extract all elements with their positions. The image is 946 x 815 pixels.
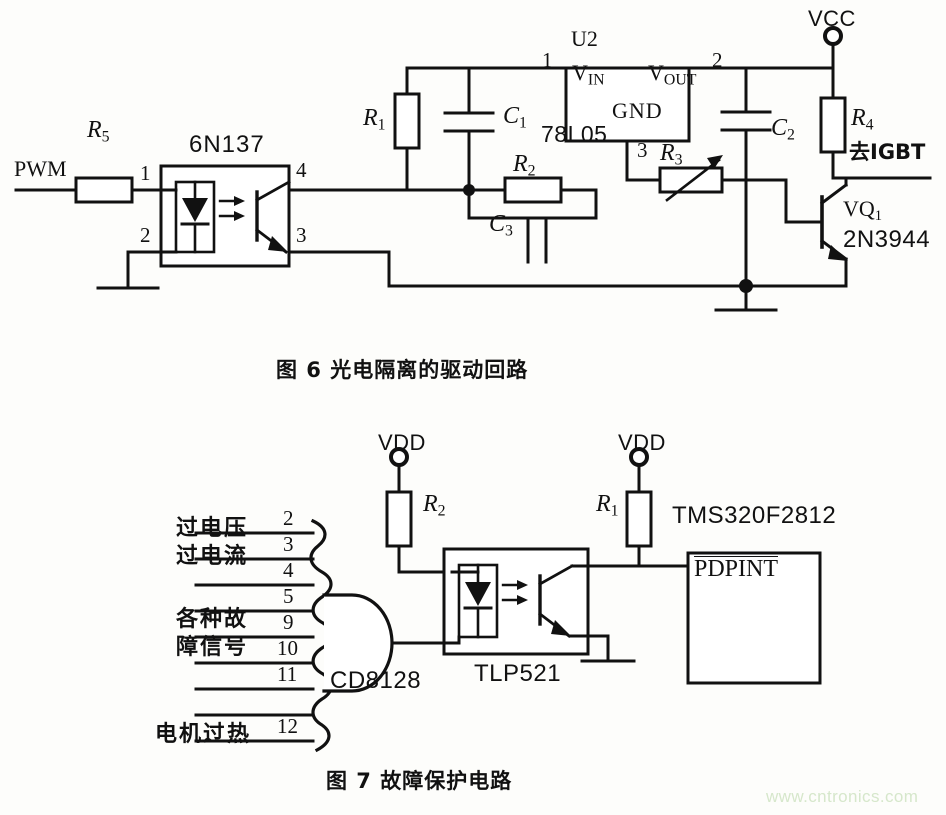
fig6-transistor xyxy=(744,176,849,288)
fig6-regulator-part: 78L05 xyxy=(541,121,608,147)
fig7-dsp-block xyxy=(686,551,822,685)
fig7-group-label-line2: 障信号 xyxy=(176,635,249,660)
figure6-caption: 图 6 光电隔离的驱动回路 xyxy=(276,358,529,382)
figure7-caption: 图 7 故障保护电路 xyxy=(326,769,513,793)
fig6-r2-c3-network xyxy=(467,176,598,264)
fig7-dsp-part: TMS320F2812 xyxy=(672,502,837,529)
fig6-optocoupler-body xyxy=(159,164,291,268)
fig7-input-label-overcurrent: 过电流 xyxy=(176,544,249,569)
fig6-regulator-body xyxy=(541,66,740,182)
fig6-vcc-label: VCC xyxy=(808,6,856,31)
fig6-transistor-part: 2N3944 xyxy=(843,226,931,253)
fig7-pin-5: 5 xyxy=(283,584,294,608)
fig6-regulator-pin3: 3 xyxy=(637,138,648,162)
fig7-pin-4: 4 xyxy=(283,558,294,582)
fig6-base-wire xyxy=(744,178,788,224)
fig6-r2-label: R2 xyxy=(513,151,536,180)
fig6-c1-label: C1 xyxy=(503,103,527,132)
fig6-regulator-vout: VOUT xyxy=(648,60,697,89)
fig7-input-label-overvoltage: 过电压 xyxy=(176,516,249,541)
fig6-transistor-ref: VQ1 xyxy=(843,196,883,225)
fig6-r3-label: R3 xyxy=(660,140,683,169)
fig7-vdd-right-label: VDD xyxy=(618,430,666,455)
fig7-pin-2: 2 xyxy=(283,506,294,530)
fig7-vdd-right xyxy=(625,447,690,568)
fig6-pin3-wire xyxy=(287,250,748,288)
fig6-regulator-vin: VIN xyxy=(572,60,605,89)
fig6-opto-pin4: 4 xyxy=(296,158,307,182)
fig6-c2-branch xyxy=(714,66,778,312)
fig7-optocoupler-part: TLP521 xyxy=(474,660,562,687)
fig6-r5-label: R5 xyxy=(87,117,110,146)
fig6-c2-label: C2 xyxy=(771,115,795,144)
fig7-gate-part: CD8128 xyxy=(330,667,422,694)
fig6-opto-pins xyxy=(96,188,178,290)
fig7-pin-10: 10 xyxy=(277,636,298,660)
fig6-r1-label: R1 xyxy=(363,105,386,134)
fig7-input-lines xyxy=(194,531,315,743)
fig6-regulator-ref: U2 xyxy=(571,26,598,51)
fig7-optocoupler-body xyxy=(442,547,642,663)
fig7-pin-9: 9 xyxy=(283,610,294,634)
fig7-r2-label: R2 xyxy=(423,491,446,520)
fig6-r4-label: R4 xyxy=(851,105,874,134)
fig7-and-gate xyxy=(322,593,446,693)
fig7-r1-label: R1 xyxy=(596,491,619,520)
fig7-input-label-motor-overheat: 电机过热 xyxy=(155,722,252,747)
fig6-regulator-pin1: 1 xyxy=(542,48,553,72)
fig6-output-label: 去IGBT xyxy=(849,140,926,164)
fig6-pwm-wire xyxy=(14,176,170,204)
fig7-vdd-left-label: VDD xyxy=(378,430,426,455)
fig6-optocoupler-part: 6N137 xyxy=(189,131,265,158)
fig6-regulator-gnd: GND xyxy=(612,98,663,123)
fig6-c1-branch xyxy=(443,66,495,196)
fig6-r3-trimmer xyxy=(658,155,748,202)
fig7-pin-12: 12 xyxy=(277,714,298,738)
fig6-r1-branch xyxy=(393,66,545,192)
fig7-pin-11: 11 xyxy=(277,662,298,686)
fig6-pwm-label: PWM xyxy=(14,156,67,181)
site-watermark: www.cntronics.com xyxy=(766,787,919,806)
fig6-opto-pin2: 2 xyxy=(140,223,151,247)
fig7-gate-to-opto xyxy=(442,570,480,645)
fig7-group-label-line1: 各种故 xyxy=(176,607,249,632)
fig6-opto-pin1: 1 xyxy=(140,161,151,185)
fig6-c3-label: C3 xyxy=(489,211,513,240)
fig6-regulator-pin2: 2 xyxy=(712,48,723,72)
fig6-vcc-rail xyxy=(736,26,932,180)
fig6-opto-pin3: 3 xyxy=(296,223,307,247)
fig7-pin-3: 3 xyxy=(283,532,294,556)
fig7-dsp-pin: PDPINT xyxy=(694,556,779,582)
